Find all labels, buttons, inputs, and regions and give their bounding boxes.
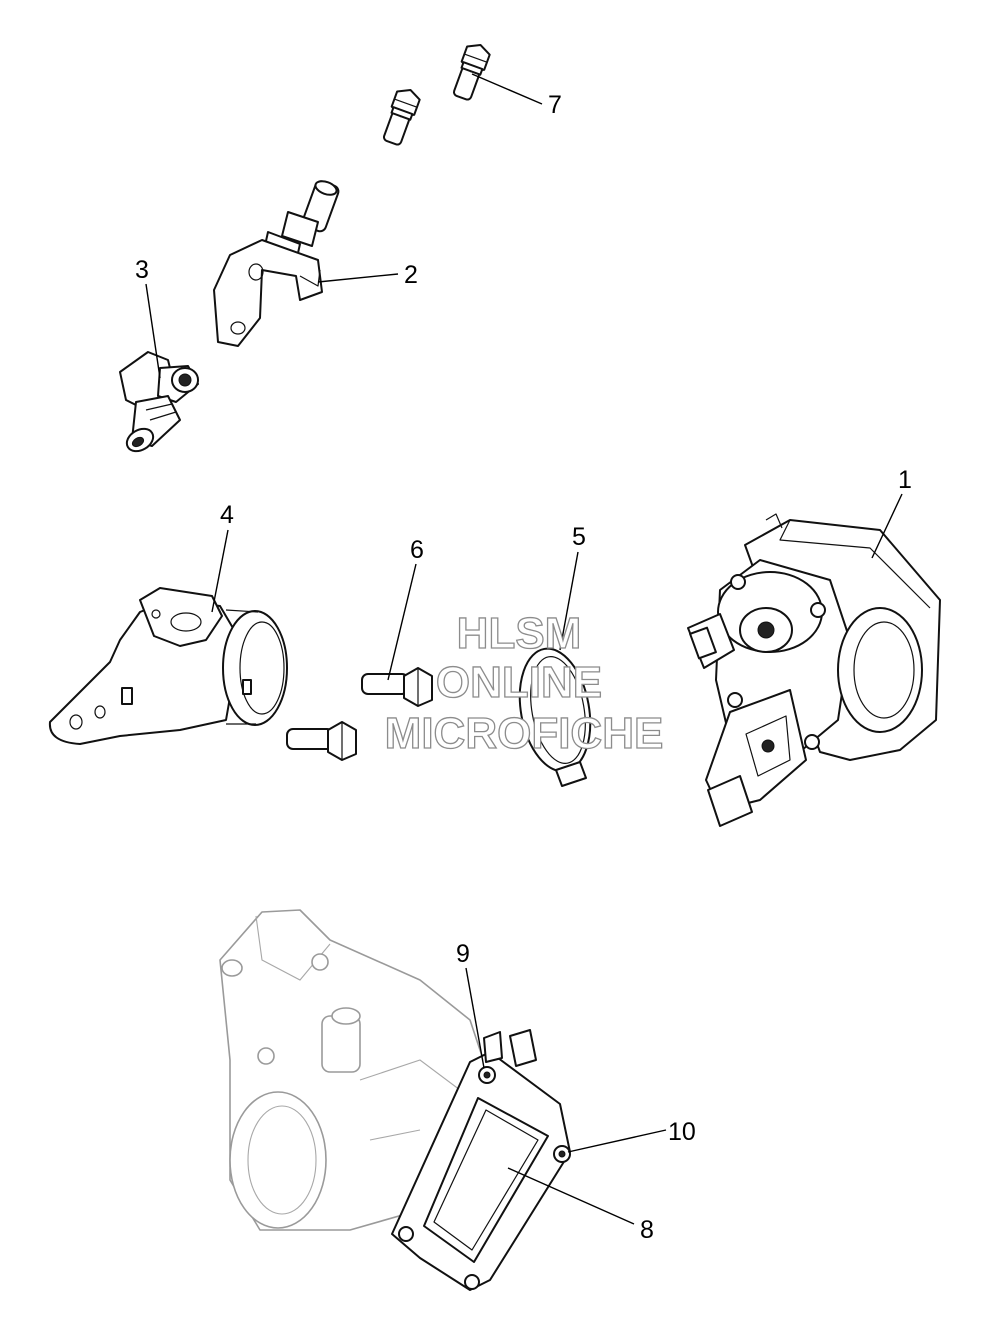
callout-6: 6: [410, 536, 424, 564]
callout-5: 5: [572, 523, 586, 551]
callout-8: 8: [640, 1216, 654, 1244]
callout-7: 7: [548, 91, 562, 119]
throttle-body-ghost-view: [219, 909, 491, 1231]
callout-3: 3: [135, 256, 149, 284]
watermark: HLSM ONLINE MICROFICHE: [384, 608, 664, 758]
watermark-line-3: MICROFICHE: [385, 709, 664, 758]
screw-part-9: [478, 1066, 496, 1084]
bolt-part-7: [382, 43, 491, 146]
hose-clamp-part-5: [518, 647, 592, 787]
fuel-injector-part-3: [119, 351, 199, 453]
fuel-rail-part-2: [213, 180, 340, 347]
callout-2: 2: [404, 261, 418, 289]
gasket-part-8: [391, 1029, 571, 1291]
intake-boot-part-4: [48, 587, 288, 745]
watermark-line-1: HLSM: [457, 609, 582, 658]
leader-lines: [145, 73, 903, 1225]
watermark-line-2: ONLINE: [436, 658, 602, 707]
callout-4: 4: [220, 501, 234, 529]
callout-9: 9: [456, 940, 470, 968]
screw-part-10: [398, 1145, 571, 1290]
callout-10: 10: [668, 1118, 696, 1146]
callout-1: 1: [898, 466, 912, 494]
throttle-body-part-1: [687, 513, 941, 827]
bolt-part-6: [286, 667, 433, 761]
